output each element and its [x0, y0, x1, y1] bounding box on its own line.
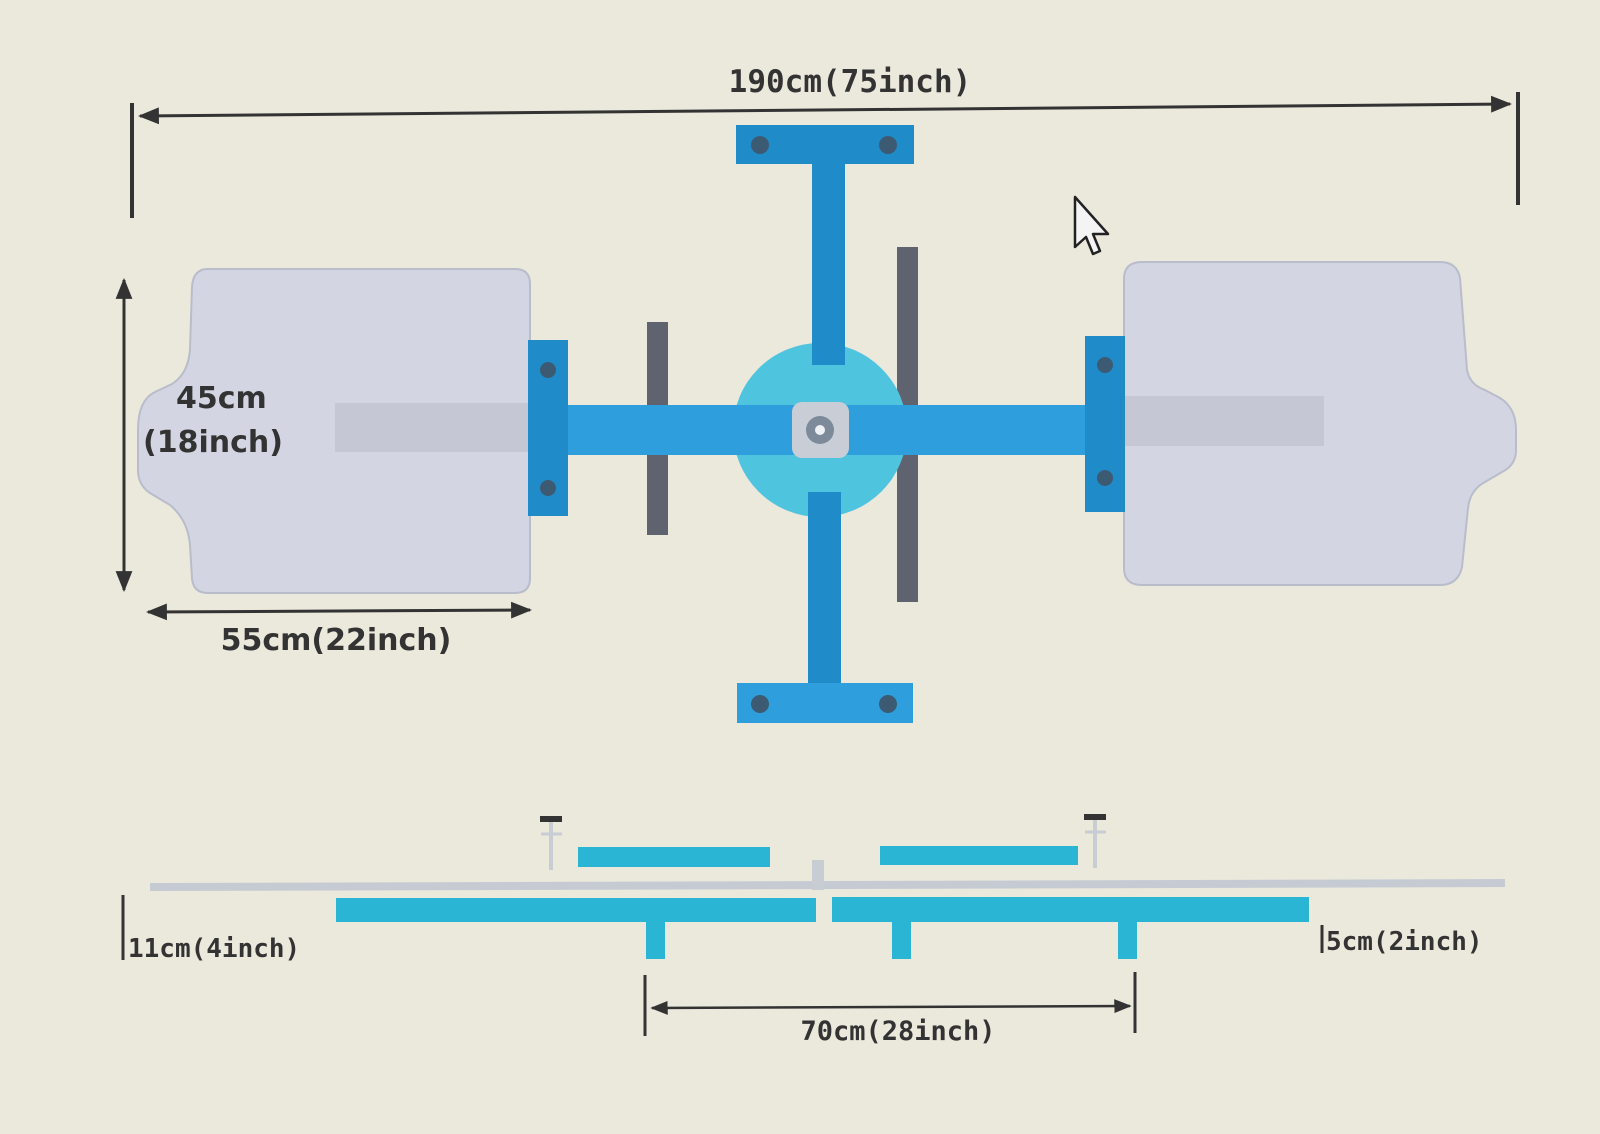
left-float-slot [335, 403, 530, 452]
right-float-slot [1124, 396, 1324, 446]
hub-axle-center [815, 425, 825, 435]
side-main-bar-left [336, 898, 816, 922]
frame-height-label: 11cm(4inch) [128, 934, 300, 964]
side-upper-bar-left [578, 847, 770, 867]
bolt [540, 362, 556, 378]
bolt [879, 695, 897, 713]
frame-height-dimension: 11cm(4inch) [121, 895, 300, 964]
top-view: 190cm(75inch) [115, 64, 1520, 723]
overall-width-dimension: 190cm(75inch) [130, 64, 1520, 218]
bolt [540, 480, 556, 496]
side-leg-right [1118, 922, 1137, 959]
support-spacing-dimension: 70cm(28inch) [643, 972, 1137, 1047]
support-spacing-line [650, 999, 1132, 1015]
mouse-cursor-arrow-icon [1073, 195, 1110, 256]
overall-width-line [137, 95, 1513, 125]
blade-depth-label: 5cm(2inch) [1326, 927, 1483, 957]
side-center-joint [812, 860, 824, 890]
mount-bolts [540, 136, 1113, 713]
bolt [1097, 470, 1113, 486]
float-height-label-cm: 45cm [176, 381, 267, 416]
float-width-dimension: 55cm(22inch) [145, 601, 533, 658]
bolt [751, 695, 769, 713]
support-spacing-label: 70cm(28inch) [800, 1016, 995, 1047]
side-view: 11cm(4inch) 5cm(2inch) 70cm(28inch) [121, 814, 1506, 1047]
float-width-label: 55cm(22inch) [221, 623, 452, 658]
blade-depth-dimension: 5cm(2inch) [1320, 925, 1483, 957]
bolt [879, 136, 897, 154]
side-pins [540, 814, 1106, 870]
side-upper-bar-right [880, 846, 1078, 865]
water-line [149, 879, 1506, 891]
side-main-bar-right [832, 897, 1309, 922]
bolt [751, 136, 769, 154]
left-pin-cap [540, 816, 562, 822]
float-height-dimension: 45cm (18inch) [115, 277, 283, 593]
side-leg-left [646, 922, 665, 959]
overall-width-label: 190cm(75inch) [729, 64, 972, 100]
frame-upper-arm [812, 125, 845, 365]
left-float [137, 268, 531, 594]
float-height-label-inch: (18inch) [143, 425, 283, 460]
float-width-line [145, 601, 533, 621]
right-pin-cap [1084, 814, 1106, 820]
bolt [1097, 357, 1113, 373]
side-leg-center [892, 922, 911, 959]
frame-lower-arm [808, 492, 841, 692]
